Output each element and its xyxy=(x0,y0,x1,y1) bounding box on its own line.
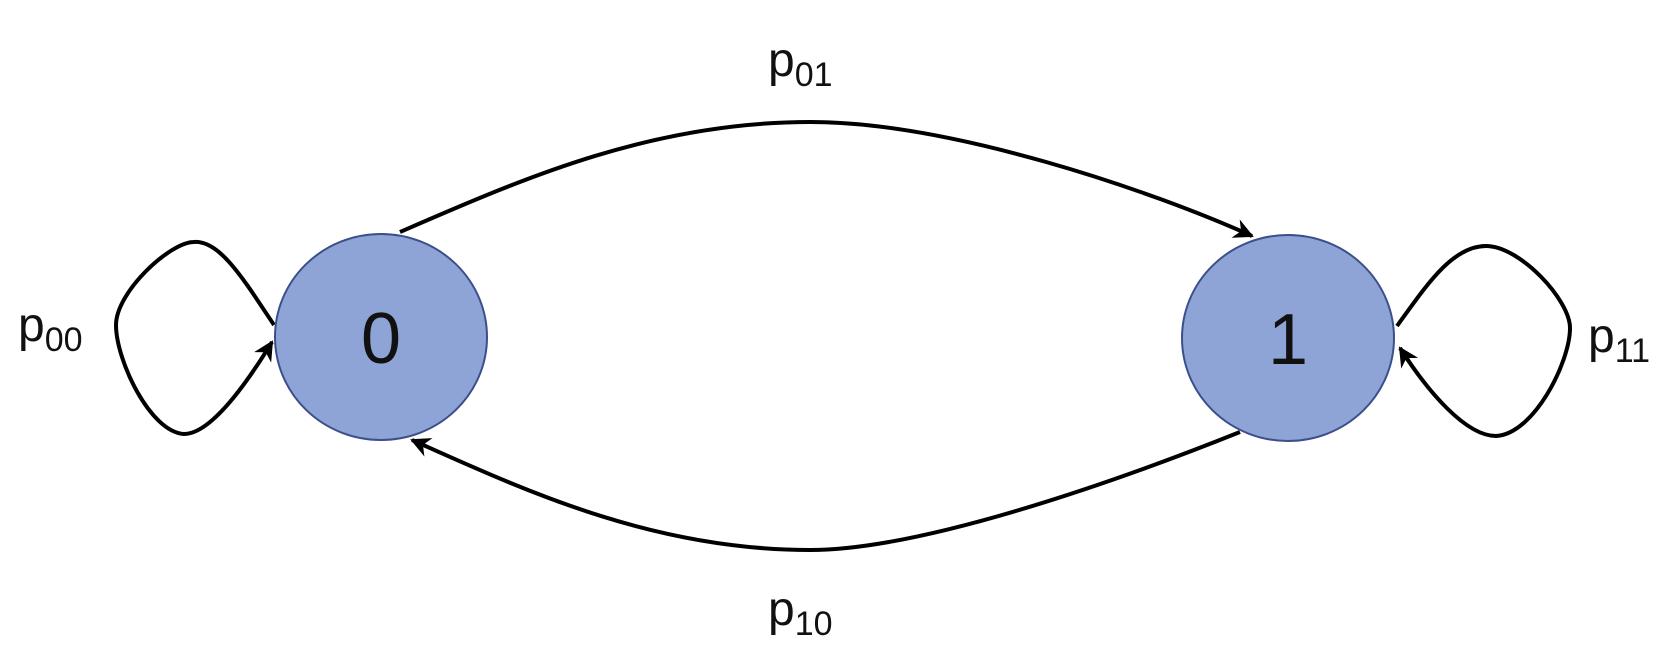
state-node-1: 1 xyxy=(1181,234,1395,442)
edge-label-p11: p11 xyxy=(1588,310,1650,370)
edge-p00-loop xyxy=(113,239,276,437)
edge-p10-arrow xyxy=(410,430,1241,553)
state-label-0: 0 xyxy=(361,299,401,379)
edge-label-p01: p01 xyxy=(768,34,833,94)
edge-p01-arrow xyxy=(399,119,1254,238)
state-label-1: 1 xyxy=(1268,300,1308,380)
edge-label-p10: p10 xyxy=(768,583,833,643)
edge-label-p00: p00 xyxy=(18,299,83,359)
edge-p11-loop xyxy=(1395,243,1573,439)
state-node-0: 0 xyxy=(274,233,488,441)
